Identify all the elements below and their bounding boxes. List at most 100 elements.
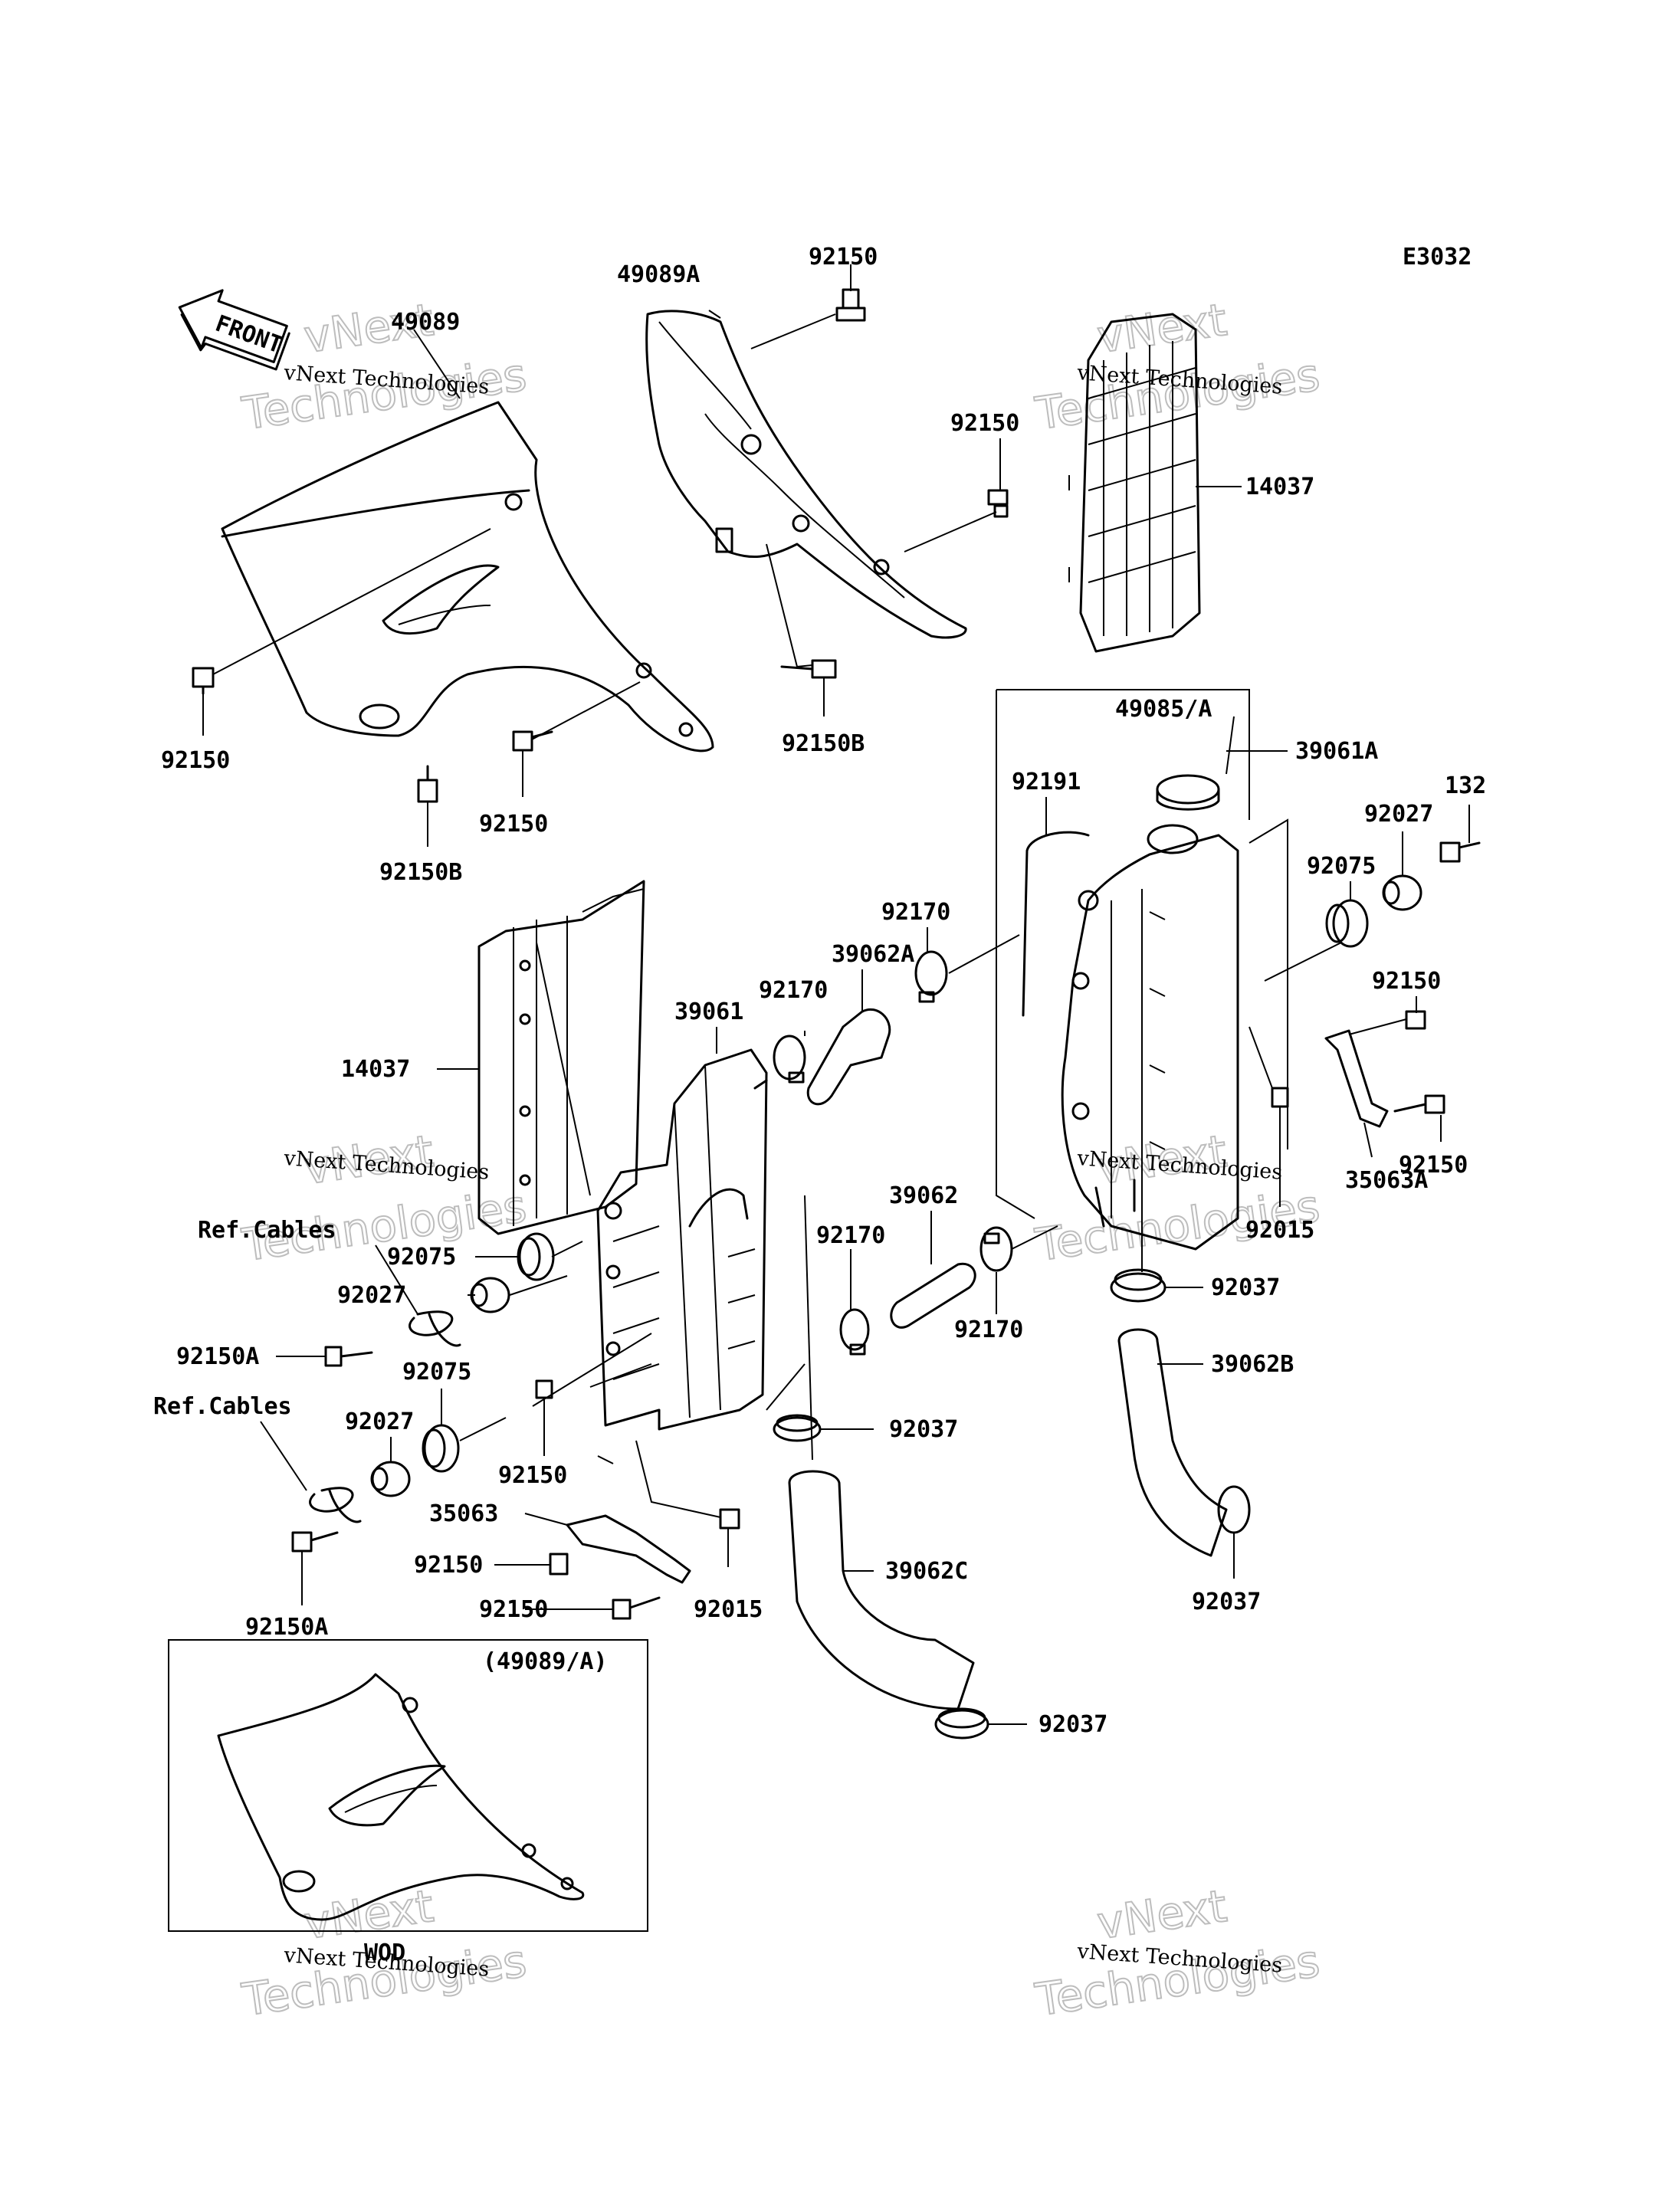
part-label: 92037 (1211, 1274, 1280, 1301)
part-label: 92075 (1307, 853, 1376, 880)
grommet-icon (422, 1424, 460, 1473)
part-label: 92015 (1245, 1217, 1314, 1244)
part-label: 92027 (337, 1282, 406, 1309)
pipe-a-drawing (806, 1008, 891, 1106)
screen-right-drawing (1068, 313, 1201, 653)
clamp-icon (934, 1707, 989, 1740)
part-label: 92037 (1039, 1711, 1107, 1738)
inset-box: (49089/A) WOD (168, 1639, 648, 1966)
part-label: 92027 (345, 1408, 414, 1435)
clamp-icon (914, 950, 948, 1003)
nut-icon (719, 1508, 740, 1530)
clamp-icon (1110, 1268, 1166, 1303)
grommet-icon (1325, 899, 1369, 948)
part-label: 92150B (782, 730, 865, 757)
watermark-top-left: vNext Technologies vNext Technologies (238, 293, 530, 441)
bolt-icon (780, 659, 837, 679)
part-label: 39062A (832, 941, 914, 968)
grommet-icon (517, 1232, 555, 1281)
part-label: 92150 (161, 747, 230, 774)
svg-text:WOD: WOD (364, 1940, 405, 1966)
part-label: 92037 (889, 1416, 958, 1443)
nut-icon (1271, 1087, 1289, 1108)
bolt-icon (291, 1531, 339, 1553)
watermark-mid-left: vNext Technologies vNext Technologies (238, 1124, 530, 1272)
damper-icon (470, 1277, 510, 1313)
bolt-icon (987, 489, 1009, 518)
shroud-left-drawing (221, 401, 714, 753)
bolt-icon (192, 667, 215, 695)
ref-cables-label-lower: Ref.Cables (153, 1393, 292, 1420)
front-arrow-icon: FRONT (178, 289, 290, 371)
clamp-icon (979, 1226, 1013, 1272)
part-label: 92027 (1364, 801, 1433, 828)
part-label: 39061 (674, 998, 743, 1025)
breather-hose-drawing (1022, 831, 1090, 1017)
cable-clip-drawing (309, 1487, 362, 1523)
svg-text:(49089/A): (49089/A) (483, 1648, 608, 1675)
hose-c-drawing (788, 1470, 975, 1710)
bracket-left-drawing (566, 1514, 691, 1584)
part-label: 92170 (954, 1317, 1023, 1343)
clamp-icon (839, 1308, 870, 1356)
bolt-icon (612, 1596, 661, 1620)
screen-left-drawing (477, 880, 645, 1235)
part-label: 92150 (479, 1596, 548, 1623)
bolt-icon (512, 730, 553, 752)
part-label: 92150 (414, 1552, 483, 1579)
svg-text:FRONT: FRONT (212, 310, 286, 359)
part-label: 92170 (759, 977, 828, 1004)
bolt-icon (324, 1346, 373, 1367)
part-label: 92015 (694, 1596, 763, 1623)
part-label: 39062 (889, 1182, 958, 1209)
clamp-icon (1217, 1485, 1251, 1534)
part-label: 92075 (387, 1244, 456, 1271)
part-label: 39061A (1295, 738, 1378, 765)
part-label: 35063A (1345, 1167, 1428, 1194)
part-label: 92150 (498, 1462, 567, 1489)
bolt-icon (1405, 1010, 1426, 1030)
part-label: 92191 (1012, 769, 1081, 795)
ref-cables-label-upper: Ref.Cables (198, 1217, 336, 1244)
bolt-icon (1439, 841, 1481, 863)
radiator-right-drawing (1061, 824, 1239, 1251)
diagram-code: E3032 (1403, 244, 1472, 271)
leader-lines (202, 264, 1470, 1725)
part-label: 39062B (1211, 1351, 1294, 1378)
part-label: 92150 (809, 244, 878, 271)
hose-39062-drawing (890, 1262, 976, 1329)
bolt-icon (1393, 1094, 1445, 1114)
part-label: 39062C (885, 1558, 968, 1585)
bolt-icon (417, 765, 438, 803)
part-label: 92075 (402, 1359, 471, 1385)
part-label: 92150 (1399, 1152, 1468, 1179)
part-label: 14037 (1245, 474, 1314, 500)
part-label: 92150A (245, 1614, 328, 1641)
hose-b-drawing (1117, 1328, 1228, 1557)
part-label: 132 (1445, 772, 1486, 799)
part-label: 92037 (1192, 1589, 1261, 1615)
damper-icon (370, 1461, 411, 1497)
shroud-right-drawing (645, 310, 967, 639)
clamp-icon (773, 1414, 822, 1442)
part-label: 92150A (176, 1343, 259, 1370)
svg-text:vNext: vNext (1094, 293, 1229, 363)
part-label: 92170 (816, 1222, 885, 1249)
watermark-top-right: vNext Technologies vNext Technologies (1031, 293, 1323, 441)
bracket-right-drawing (1324, 1029, 1389, 1128)
part-label: 49085/A (1115, 696, 1212, 723)
svg-text:vNext: vNext (1094, 1880, 1229, 1949)
part-label: 35063 (429, 1500, 498, 1527)
part-label: 49089A (617, 261, 700, 288)
cable-clip-drawing (409, 1310, 461, 1347)
clamp-icon (773, 1035, 806, 1084)
part-label: 92150 (479, 811, 548, 838)
watermark-bottom-right: vNext Technologies vNext Technologies (1031, 1879, 1323, 2027)
cap-drawing (1156, 774, 1220, 811)
radiator-right-frame (996, 689, 1250, 1219)
part-label: 14037 (341, 1056, 410, 1083)
part-label: 92150 (950, 410, 1019, 437)
part-labels: 49089 49089A 92150 92150 14037 92150 921… (161, 244, 1486, 1738)
part-label: 92150 (1372, 968, 1441, 995)
